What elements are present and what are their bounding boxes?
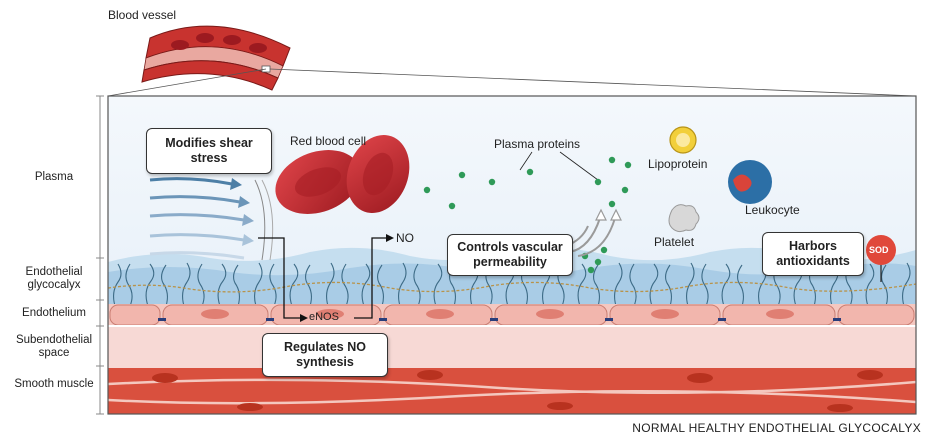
footer-caption: NORMAL HEALTHY ENDOTHELIAL GLYCOCALYX	[632, 421, 921, 435]
platelet	[668, 204, 700, 233]
red-blood-cells	[275, 135, 410, 214]
layer-glycocalyx: Endothelial glycocalyx	[25, 266, 83, 291]
label-leukocyte: Leukocyte	[745, 203, 800, 217]
lipoprotein	[669, 126, 697, 154]
plasma-proteins	[423, 156, 632, 274]
label-sod: SOD	[869, 245, 889, 255]
blood-vessel-illustration	[141, 25, 291, 91]
label-red-blood-cell: Red blood cell	[290, 134, 367, 148]
label-plasma-proteins: Plasma proteins	[494, 137, 581, 151]
leukocyte	[728, 160, 772, 204]
callout-shear-stress: Modifies shear stress	[146, 128, 272, 174]
blood-vessel-label: Blood vessel	[108, 8, 177, 22]
label-lipoprotein: Lipoprotein	[648, 157, 708, 171]
layer-plasma: Plasma	[34, 171, 74, 183]
callout-antioxidants: Harbors antioxidants	[762, 232, 864, 276]
shear-arrow-heads	[230, 178, 254, 246]
layer-endothelium: Endothelium	[22, 307, 86, 319]
shear-stress-arrows	[149, 177, 245, 260]
layer-subendothelial: Subendothelial space	[15, 334, 93, 359]
callout-no-synthesis: Regulates NO synthesis	[262, 333, 388, 377]
layer-smooth-muscle: Smooth muscle	[14, 378, 94, 390]
label-no: NO	[396, 231, 414, 245]
callout-vascular-permeability: Controls vascular permeability	[447, 234, 573, 276]
sod-enzyme	[866, 235, 896, 282]
label-enos: eNOS	[309, 311, 339, 323]
label-platelet: Platelet	[654, 235, 695, 249]
